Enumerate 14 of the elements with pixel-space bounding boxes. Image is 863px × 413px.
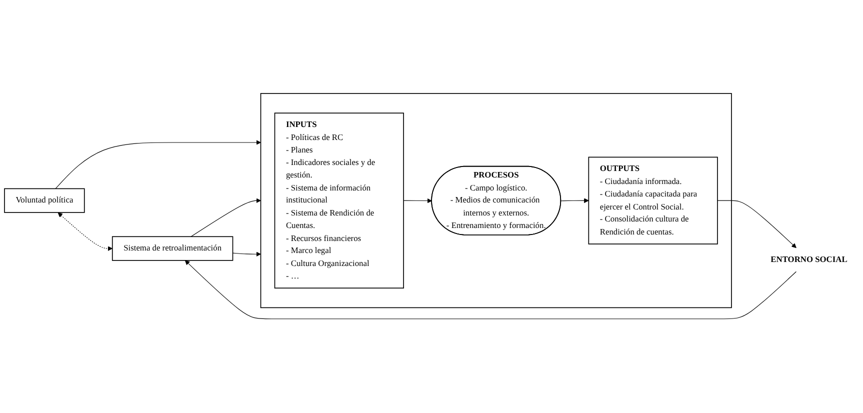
node-text: ENTORNO SOCIAL — [770, 255, 848, 264]
node-box: Sistema de retroalimentación — [112, 236, 234, 262]
arrow — [190, 198, 261, 238]
arrow — [184, 260, 796, 320]
cluster — [260, 93, 732, 308]
node-box: Voluntad política — [4, 188, 85, 214]
arrow — [560, 198, 589, 204]
arrow — [58, 212, 113, 252]
node-box: INPUTS - Políticas de RC - Planes - Indicadores sociales y de gestión. - Sistema de información institucional - Sistema de Rendición de Cuentas. - Recursos financieros - Marco legal - Cultura Organizacional - … — [274, 112, 404, 289]
arrow — [403, 198, 432, 204]
arrow — [232, 252, 261, 257]
node-box: OUTPUTS - Ciudadanía informada. - Ciudadanía capacitada para ejercer el Control Social. - Consolidación cultura de Rendición de cuentas. — [588, 157, 718, 245]
arrow — [717, 200, 796, 248]
arrow — [55, 140, 261, 190]
